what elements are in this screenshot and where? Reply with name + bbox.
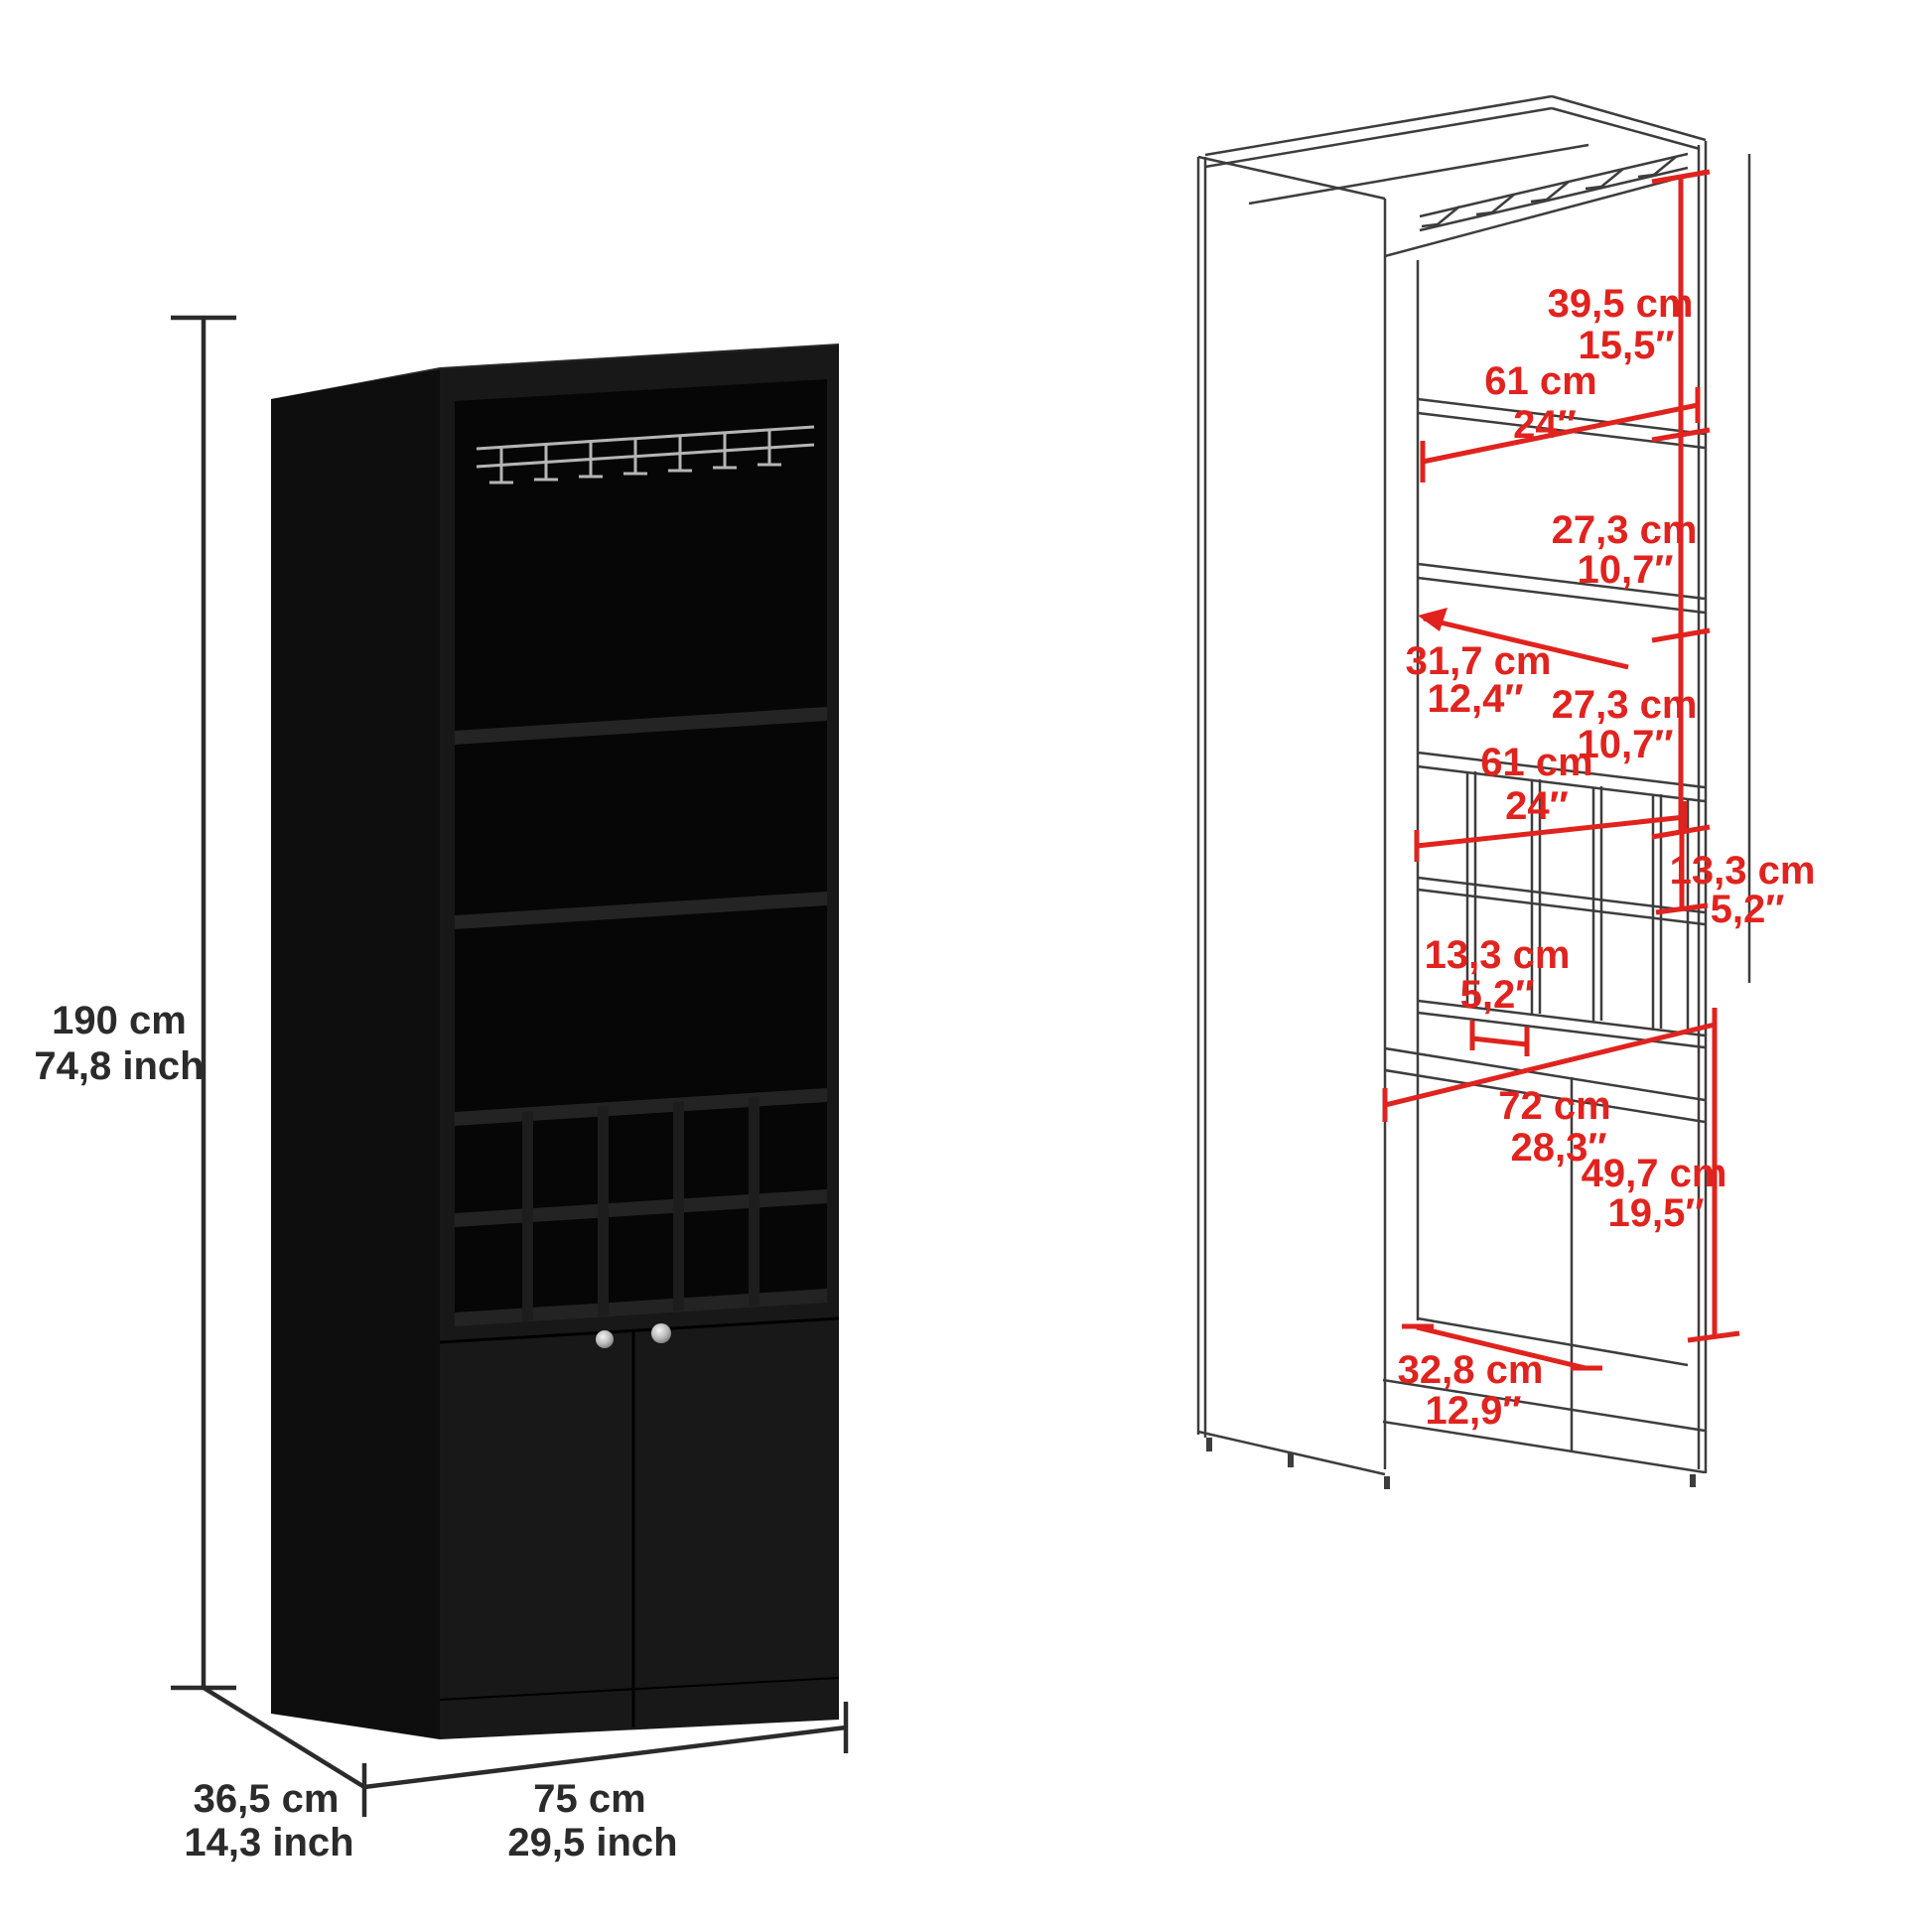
- lower-interior-depth-inch: 12,9″: [1425, 1389, 1522, 1433]
- shelf-width-upper-cm: 61 cm: [1484, 359, 1597, 403]
- shelf-width-upper-inch: 24″: [1513, 403, 1577, 447]
- width-dimension-line: [363, 1725, 847, 1790]
- shelf-gap-lower-cm: 27,3 cm: [1551, 683, 1698, 727]
- lower-interior-depth-cm: 32,8 cm: [1397, 1348, 1544, 1392]
- top-section-height-cm: 39,5 cm: [1547, 282, 1694, 326]
- cabinet-interior: [455, 379, 827, 1322]
- detail-dimension-lines: [1382, 169, 1740, 1371]
- shelf-depth-cm: 31,7 cm: [1405, 639, 1552, 683]
- shelf-gap-upper-inch: 10,7″: [1577, 548, 1674, 592]
- wireframe-stemware-rack: [1419, 152, 1689, 232]
- lower-interior-width-cm: 72 cm: [1498, 1084, 1611, 1128]
- overall-height-inch: 74,8 inch: [34, 1044, 205, 1088]
- cubby-height-cm: 13,3 cm: [1669, 849, 1816, 893]
- overall-depth-inch: 14,3 inch: [184, 1821, 354, 1864]
- cubby-height-inch: 5,2″: [1710, 888, 1785, 931]
- door-knob-left: [596, 1330, 614, 1348]
- shelf-depth-inch: 12,4″: [1427, 677, 1524, 721]
- door-knob-right: [651, 1323, 671, 1343]
- cubby-width-inch: 5,2″: [1459, 973, 1535, 1017]
- cabinet-doors: [439, 1316, 840, 1727]
- lower-interior-width-inch: 28,3″: [1510, 1126, 1607, 1170]
- shelf-gap-upper-cm: 27,3 cm: [1551, 508, 1698, 552]
- shelf-2: [455, 892, 827, 929]
- shelf-gap-lower-inch: 10,7″: [1577, 723, 1674, 766]
- lower-interior-height-inch: 19,5″: [1607, 1191, 1705, 1235]
- cabinet-side-panel: [271, 369, 440, 1739]
- stemware-rack: [476, 425, 815, 484]
- wine-cubbies: [455, 1088, 827, 1326]
- overall-depth-cm: 36,5 cm: [193, 1777, 340, 1821]
- lower-interior-height-cm: 49,7 cm: [1581, 1152, 1727, 1195]
- shelf-width-lower-cm: 61 cm: [1480, 741, 1593, 784]
- overall-width-cm: 75 cm: [533, 1777, 646, 1821]
- overall-width-inch: 29,5 inch: [507, 1821, 678, 1864]
- depth-dimension-line: [202, 1686, 366, 1789]
- overall-height-cm: 190 cm: [52, 999, 187, 1042]
- cabinet-render: [271, 344, 840, 1739]
- cubby-width-cm: 13,3 cm: [1424, 933, 1571, 977]
- overall-dimension-lines: [171, 315, 849, 1817]
- shelf-width-lower-inch: 24″: [1505, 784, 1569, 828]
- top-section-height-inch: 15,5″: [1578, 324, 1675, 367]
- shelf-1: [455, 707, 827, 745]
